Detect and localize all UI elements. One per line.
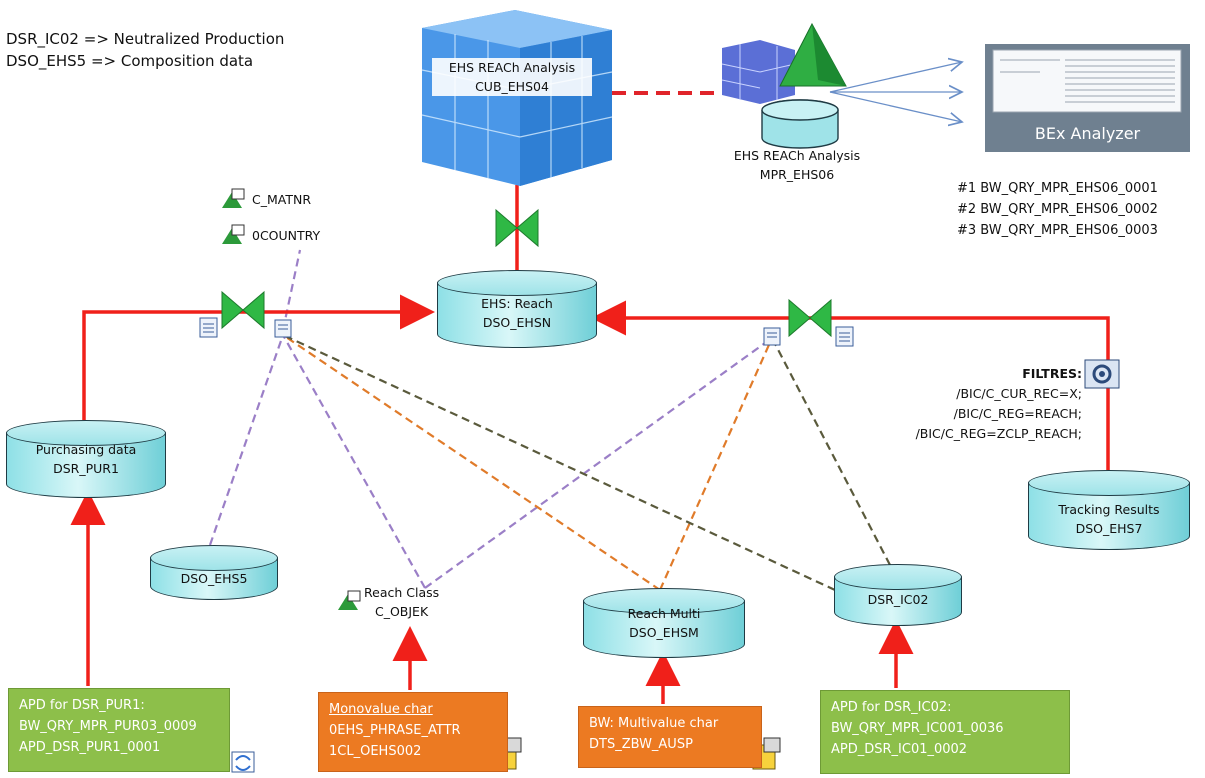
doc-icon-1 [199,317,218,338]
query-3: #3 BW_QRY_MPR_EHS06_0003 [957,223,1158,238]
dso-purchasing-id: DSR_PUR1 [53,461,119,476]
dso-tracking-title: Tracking Results [1058,502,1160,517]
monovalue-box: Monovalue char 0EHS_PHRASE_ATTR 1CL_OEHS… [318,692,508,772]
cube-id: CUB_EHS04 [475,79,549,94]
apd-pur1-line-3: APD_DSR_PUR1_0001 [19,740,161,755]
dso-ehs5-id: DSO_EHS5 [180,571,248,586]
doc-icon-4 [835,326,854,347]
multiprovider-title: EHS REACh Analysis [733,148,861,163]
dso-multi-title: Reach Multi [627,606,701,621]
apd-pur1-box: APD for DSR_PUR1: BW_QRY_MPR_PUR03_0009 … [8,688,230,772]
transformation-icon-top [495,208,539,248]
bex-arrows [829,62,962,122]
apd-ic02-box: APD for DSR_IC02: BW_QRY_MPR_IC001_0036 … [820,690,1070,774]
filter-line-1: /BIC/C_CUR_REC=X; [956,386,1082,401]
filter-line-3: /BIC/C_REG=ZCLP_REACH; [915,426,1082,441]
multiprovider-id: MPR_EHS06 [759,167,835,182]
dso-multi-id: DSO_EHSM [629,625,699,640]
transformation-icon-left [221,290,265,330]
filters-block: FILTRES: /BIC/C_CUR_REC=X; /BIC/C_REG=RE… [870,364,1082,444]
filters-title: FILTRES: [1022,366,1082,381]
dso-reach-title: EHS: Reach [481,296,553,311]
cube-title: EHS REACh Analysis [448,60,576,75]
apd-ic02-line-2: BW_QRY_MPR_IC001_0036 [831,721,1004,736]
apd-pur1-line-2: BW_QRY_MPR_PUR03_0009 [19,719,197,734]
cube-label: EHS REACh Analysis CUB_EHS04 [432,58,592,96]
filter-line-2: /BIC/C_REG=REACH; [953,406,1082,421]
legend: DSR_IC02 => Neutralized Production DSO_E… [6,28,284,72]
red-flow-lines [70,185,1110,704]
doc-icon-3 [763,327,781,346]
dso-purchasing-title: Purchasing data [35,442,137,457]
multivalue-line-2: DTS_ZBW_AUSP [589,737,693,752]
dso-multi: Reach Multi DSO_EHSM [583,588,745,658]
apd-pur1-line-1: APD for DSR_PUR1: [19,698,145,713]
monovalue-line-3: 1CL_OEHS002 [329,744,422,759]
infoobject-country: 0COUNTRY [252,228,321,243]
olive-dashed-links [282,334,891,591]
multiprovider-icon [721,22,847,149]
infoobject-icon-country [222,224,245,244]
dso-ehs5: DSO_EHS5 [150,545,278,600]
dso-tracking: Tracking Results DSO_EHS7 [1028,470,1190,550]
filter-gear-icon [1084,359,1120,389]
bex-analyzer-icon [985,44,1190,152]
purple-dashed-links [208,249,773,589]
query-1: #1 BW_QRY_MPR_EHS06_0001 [957,181,1158,196]
orange-dashed-links [282,334,774,591]
infoobject-matnr: C_MATNR [252,192,312,207]
dso-reach-id: DSO_EHSN [482,315,552,330]
legend-line-1: DSR_IC02 => Neutralized Production [6,30,285,48]
legend-line-2: DSO_EHS5 => Composition data [6,52,254,70]
doc-icon-2 [274,319,292,338]
dso-reach: EHS: Reach DSO_EHSN [437,270,597,348]
dso-tracking-id: DSO_EHS7 [1075,521,1143,536]
dso-purchasing: Purchasing data DSR_PUR1 [6,420,166,498]
infoobject-icon-reach-class [338,590,361,610]
query-2: #2 BW_QRY_MPR_EHS06_0002 [957,202,1158,217]
apd-ic02-line-1: APD for DSR_IC02: [831,700,952,715]
multivalue-line-1: BW: Multivalue char [589,716,719,731]
monovalue-line-1: Monovalue char [329,702,433,717]
apd-icon-1 [231,751,255,773]
dso-ic02-id: DSR_IC02 [867,592,929,607]
apd-ic02-line-3: APD_DSR_IC01_0002 [831,742,968,757]
transformation-icon-right [788,298,832,338]
monovalue-line-2: 0EHS_PHRASE_ATTR [329,723,461,738]
dso-ic02: DSR_IC02 [834,564,962,626]
infoobject-reach-class: Reach Class C_OBJEK [364,583,439,621]
multivalue-box: BW: Multivalue char DTS_ZBW_AUSP [578,706,762,768]
multiprovider-label: EHS REACh Analysis MPR_EHS06 [722,146,872,184]
query-list: #1 BW_QRY_MPR_EHS06_0001 #2 BW_QRY_MPR_E… [957,178,1158,241]
bex-label: BEx Analyzer [1034,124,1141,143]
reach-class-title: Reach Class [364,585,440,600]
reach-class-id: C_OBJEK [374,604,429,619]
infocube-icon [421,10,613,186]
infoobject-icon-matnr [222,188,245,208]
